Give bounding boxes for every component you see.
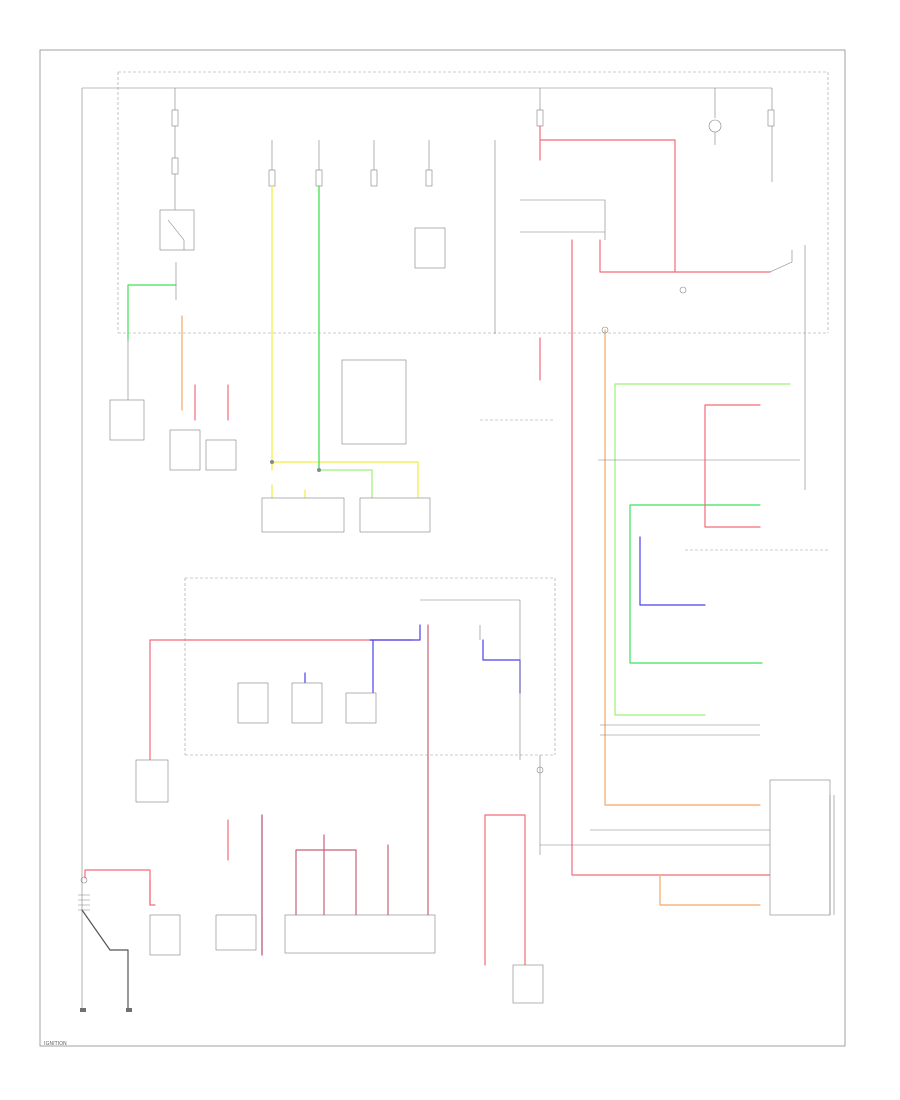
corner-label: IGNITION bbox=[44, 1041, 67, 1047]
relay-box-center bbox=[520, 199, 606, 240]
wire-blue-relay bbox=[482, 639, 521, 694]
condenser-relay bbox=[414, 227, 446, 269]
main-bus-wire bbox=[81, 87, 772, 1010]
wire-lightgreen-right bbox=[614, 383, 791, 716]
ground-block-left bbox=[80, 1008, 86, 1012]
fuse-drops bbox=[174, 88, 773, 334]
radiator-fan-relay bbox=[291, 682, 323, 724]
wire-green-fan bbox=[318, 185, 373, 501]
wire-red-generator bbox=[599, 239, 676, 273]
wire-black-bottom bbox=[81, 909, 129, 1011]
blower-sensor bbox=[135, 759, 169, 803]
blower-motor bbox=[109, 399, 145, 441]
wire-blue-right bbox=[639, 536, 706, 606]
wire-gray-right bbox=[540, 459, 800, 846]
wire-red-pink-right bbox=[704, 404, 761, 528]
cooling-fan-relay-box bbox=[341, 359, 407, 445]
wire-red-long-vertical bbox=[571, 239, 821, 876]
wire-green-right-2 bbox=[629, 504, 763, 664]
lower-relay-box bbox=[184, 577, 556, 756]
small-lamp bbox=[708, 119, 722, 133]
diagram-frame bbox=[39, 49, 846, 1047]
wire-yellow-fan bbox=[271, 185, 419, 501]
ac-switch bbox=[169, 429, 201, 471]
wire-red-bottom-right bbox=[484, 814, 526, 966]
right-edge-line bbox=[829, 795, 835, 915]
condenser-fan-relay bbox=[237, 682, 269, 724]
ground-block-right bbox=[126, 1008, 132, 1012]
engine-control-relay-block bbox=[769, 779, 831, 916]
engine-control-module bbox=[284, 914, 436, 954]
wire-red-left-short bbox=[194, 384, 229, 421]
wire-red-bottom-left bbox=[84, 869, 151, 906]
wire-orange-right bbox=[604, 329, 761, 906]
blower-relay bbox=[159, 209, 195, 251]
wire-pink-fan-group bbox=[295, 834, 389, 916]
wire-green-left bbox=[127, 284, 177, 341]
resistor-box bbox=[205, 439, 237, 471]
battery-symbol bbox=[78, 894, 90, 911]
fan-condenser-connector bbox=[359, 497, 431, 533]
main-relay-switch bbox=[769, 245, 806, 490]
fuel-sender bbox=[512, 964, 544, 1004]
starter-relay bbox=[149, 914, 181, 956]
condenser-relay-2 bbox=[345, 692, 377, 724]
wire-blue-left-lower bbox=[304, 624, 421, 694]
blower-relay-switch bbox=[167, 219, 185, 250]
ground-box bbox=[215, 914, 257, 951]
junction-dots bbox=[80, 286, 687, 884]
fuse-row bbox=[171, 109, 775, 187]
fan-control-module bbox=[261, 497, 345, 533]
relay-box-lower bbox=[420, 599, 541, 855]
wire-red-main bbox=[539, 125, 771, 273]
